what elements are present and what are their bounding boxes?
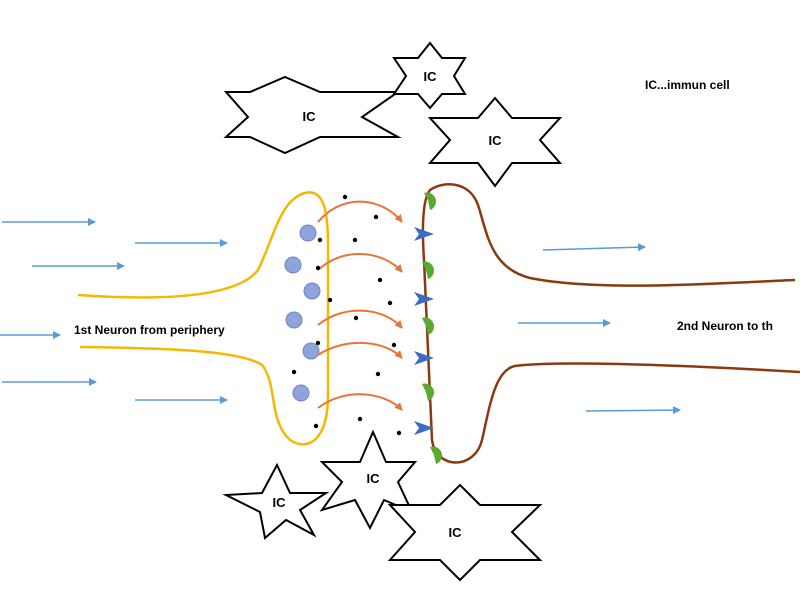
vesicle (302, 342, 320, 360)
immune-cell-label: IC (303, 109, 317, 124)
receptor-green (422, 261, 435, 279)
immune-cell-star (222, 462, 330, 540)
release-arrows (317, 200, 403, 411)
release-arrow (317, 200, 403, 223)
immune-cell: IC (319, 429, 418, 531)
vesicle (299, 224, 317, 242)
transmitter-dot (327, 297, 333, 303)
immune-cell: IC (427, 96, 563, 188)
immune-cell-label: IC (424, 69, 438, 84)
transmitter-dot (357, 416, 363, 422)
receptor-blue (414, 421, 434, 435)
second-neuron-label: 2nd Neuron to th (677, 319, 773, 333)
receptors (414, 192, 443, 464)
first-neuron-label: 1st Neuron from periphery (74, 323, 225, 337)
immune-cell-label: IC (367, 471, 381, 486)
release-arrow (317, 393, 403, 411)
second-neuron-membrane (421, 183, 800, 464)
vesicles (284, 224, 321, 402)
receptor-green (430, 446, 443, 464)
transmitter-dot (342, 194, 348, 200)
transmitter-dot (387, 300, 393, 306)
immune-cell-label: IC (449, 525, 463, 540)
transmitter-dot (373, 214, 379, 220)
transmitter-dot (391, 342, 397, 348)
vesicle (285, 311, 303, 329)
transmitter-dot (291, 369, 297, 375)
transmitter-dot (353, 315, 359, 321)
receptor-green (422, 383, 435, 401)
receptor-green (424, 192, 437, 210)
transmitter-dot (315, 340, 321, 346)
incoming-signal-arrows (0, 218, 228, 404)
immune-cell: IC (392, 41, 467, 110)
immune-cell-star (319, 429, 418, 531)
receptor-green (422, 317, 435, 335)
transmitter-dot (315, 265, 321, 271)
immune-cell-star (427, 96, 563, 188)
immune-cell: IC (387, 483, 543, 582)
transmitter-dot (317, 237, 323, 243)
receptor-blue (414, 227, 434, 241)
immune-cell-star (392, 41, 467, 110)
immune-cell-star (387, 483, 543, 582)
transmitter-dot (377, 277, 383, 283)
transmitter-dot (375, 371, 381, 377)
first-neuron-membrane (77, 191, 330, 446)
outgoing-signal-arrows (518, 243, 681, 415)
immune-cell: IC (223, 75, 402, 155)
transmitter-dot (396, 430, 402, 436)
immune-cells: IC IC IC IC IC IC (222, 41, 563, 582)
vesicle (292, 384, 310, 402)
transmitter-dot (313, 423, 319, 429)
immune-cell: IC (222, 462, 330, 540)
transmitter-dot (352, 237, 358, 243)
signal-arrow (542, 243, 646, 252)
receptor-blue (414, 351, 434, 365)
legend-text: IC...immun cell (645, 78, 730, 92)
signal-arrow (585, 406, 681, 415)
vesicle (303, 282, 321, 300)
immune-cell-label: IC (489, 133, 503, 148)
neurotransmitters (291, 194, 402, 436)
release-arrow (317, 342, 403, 359)
release-arrow (317, 309, 403, 329)
vesicle (284, 256, 302, 274)
immune-cell-label: IC (273, 495, 287, 510)
release-arrow (317, 252, 403, 273)
receptor-blue (414, 292, 434, 306)
